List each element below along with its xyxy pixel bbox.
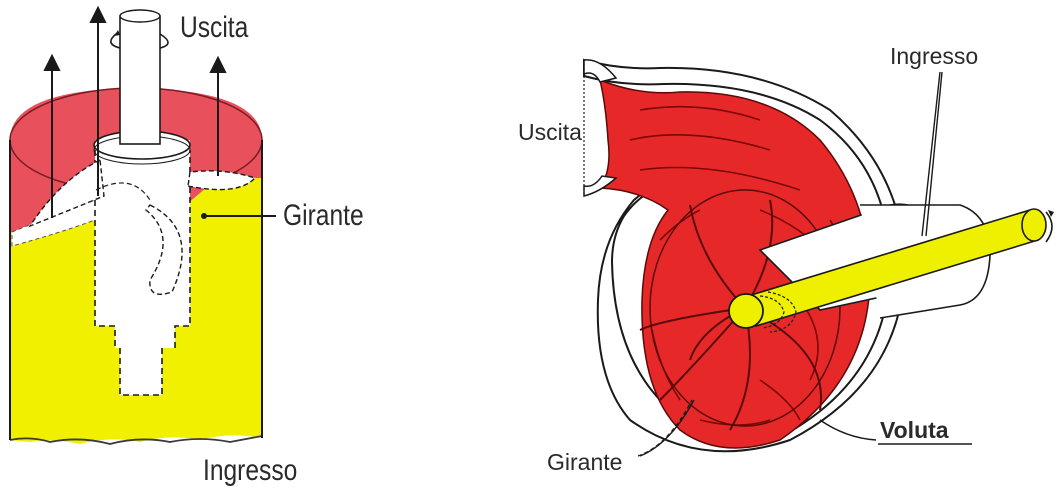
label-outlet: Uscita: [518, 119, 582, 145]
centrifugal-pump-diagram: Uscita Ingresso Girante Voluta: [518, 43, 1054, 475]
shaft: [111, 10, 168, 144]
label-inlet: Ingresso: [203, 453, 297, 487]
label-inlet: Ingresso: [890, 43, 978, 69]
label-outlet: Uscita: [180, 10, 249, 44]
label-impeller: Girante: [547, 449, 622, 475]
label-volute: Voluta: [880, 417, 949, 443]
axial-pump-diagram: Uscita Girante Ingresso: [10, 8, 364, 487]
label-impeller: Girante: [283, 198, 364, 232]
